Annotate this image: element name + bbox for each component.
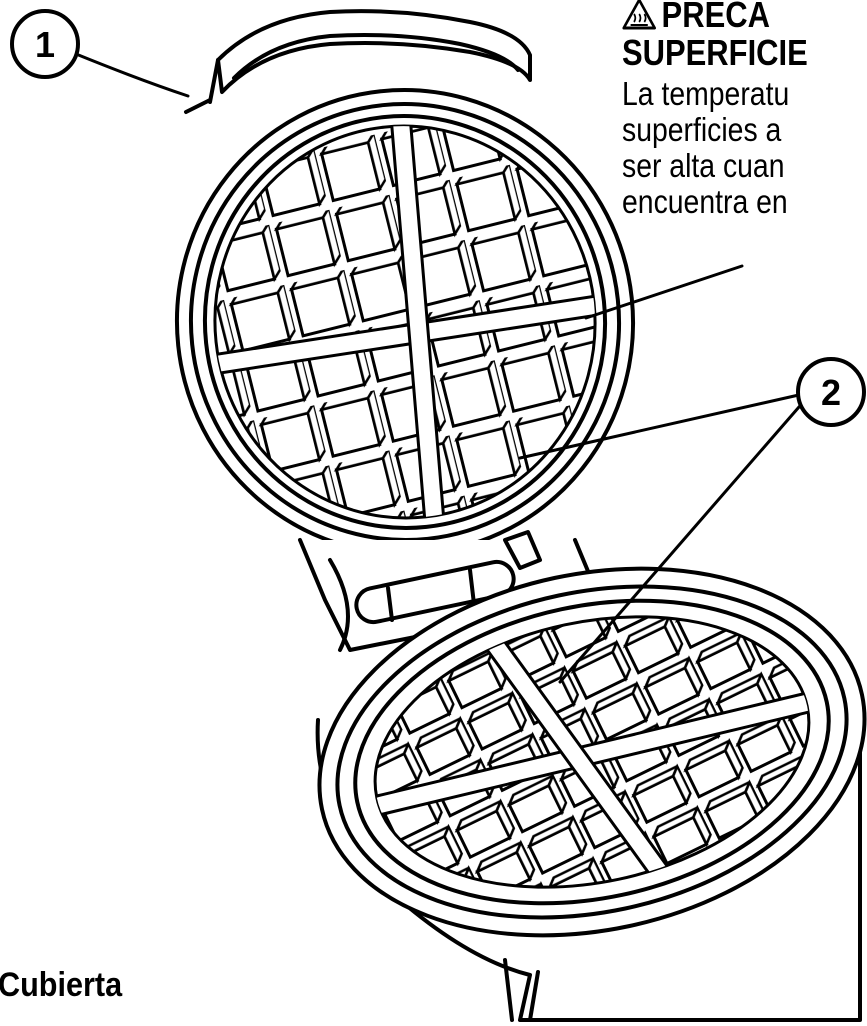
warning-heading-line1: PRECA xyxy=(661,0,770,35)
base xyxy=(315,566,867,1022)
top-lid xyxy=(174,88,636,556)
callout-number-2: 2 xyxy=(821,372,841,413)
warning-heading: PRECA SUPERFICIE xyxy=(622,0,808,72)
leader-2-bottom xyxy=(558,390,814,684)
leader-lines xyxy=(74,52,814,684)
part-caption: Cubierta xyxy=(0,966,123,1004)
hinge xyxy=(298,530,602,652)
warning-body-line: superficies a xyxy=(622,111,782,148)
warning-body-line: encuentra en xyxy=(622,183,788,220)
warning-body-line: ser alta cuan xyxy=(622,147,785,184)
warning-body: La temperatu superficies a ser alta cuan… xyxy=(622,76,808,220)
callout-number-1: 1 xyxy=(35,24,55,65)
leader-1 xyxy=(74,52,190,98)
callout-circle-1 xyxy=(10,9,80,79)
hot-surface-warning-icon xyxy=(622,0,656,30)
waffle-maker-drawing xyxy=(10,9,867,1022)
leader-2-top xyxy=(518,390,814,460)
leader-warning xyxy=(584,264,744,320)
callout-circle-2 xyxy=(796,357,866,427)
warning-heading-line2: SUPERFICIE xyxy=(622,32,808,73)
hot-surface-warning: PRECA SUPERFICIE La temperatu superficie… xyxy=(622,0,838,220)
warning-body-line: La temperatu xyxy=(622,75,790,112)
lid-handle xyxy=(184,9,532,114)
